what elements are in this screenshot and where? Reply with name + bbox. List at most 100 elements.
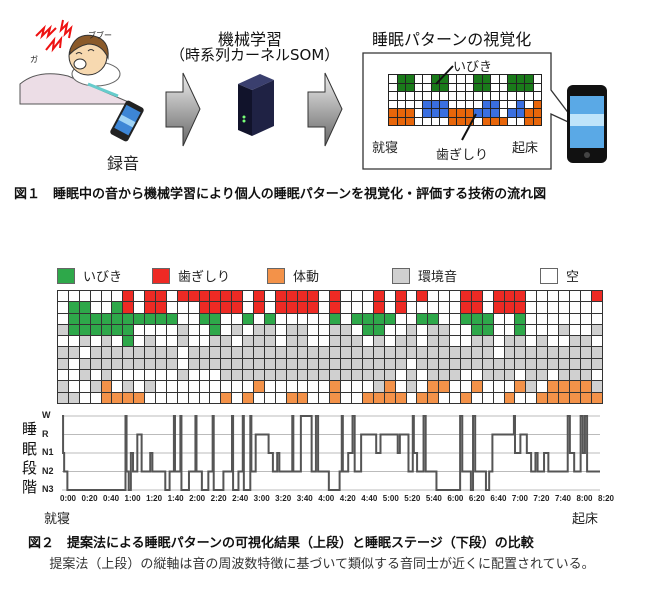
- grid-cell: [156, 313, 167, 325]
- mini-grid-cell: [448, 92, 457, 101]
- time-tick: 0:00: [59, 494, 77, 503]
- mini-grid-cell: [465, 100, 474, 109]
- legend-swatch: [392, 267, 410, 284]
- grid-cell: [308, 324, 320, 337]
- grid-cell: [482, 313, 494, 325]
- grid-cell: [537, 358, 549, 371]
- mini-grid-cell: [474, 92, 483, 101]
- grid-cell: [199, 381, 211, 393]
- grid-cell: [406, 313, 418, 325]
- grid-cell: [526, 358, 538, 371]
- time-tick: 6:20: [468, 494, 485, 503]
- grid-cell: [373, 302, 385, 314]
- stage-axis-label: 階: [22, 478, 38, 496]
- grid-cell: [330, 324, 342, 337]
- grid-cell: [123, 381, 135, 393]
- grid-cell: [243, 302, 255, 314]
- grid-cell: [580, 336, 592, 348]
- legend-item: いびき: [57, 266, 122, 285]
- grid-cell: [330, 313, 342, 325]
- grid-cell: [558, 381, 570, 393]
- stage-label: N1: [42, 447, 54, 457]
- grid-cell: [373, 358, 385, 371]
- grid-cell: [515, 291, 527, 303]
- grid-cell: [232, 324, 244, 337]
- grid-cell: [569, 313, 581, 325]
- mini-grid-cell: [423, 92, 432, 101]
- mini-grid-cell: [474, 83, 483, 92]
- grid-cell: [90, 324, 102, 337]
- grid-cell: [275, 313, 287, 325]
- grid-cell: [548, 381, 559, 393]
- grid-cell: [428, 336, 440, 348]
- grid-cell: [395, 291, 407, 303]
- grid-cell: [134, 381, 146, 393]
- grid-cell: [493, 324, 505, 337]
- mini-grid-cell: [508, 83, 517, 92]
- grid-cell: [188, 336, 200, 348]
- grid-cell: [352, 392, 363, 404]
- grid-cell: [112, 381, 124, 393]
- grid-cell: [482, 370, 494, 382]
- grid-cell: [471, 347, 483, 359]
- grid-cell: [460, 324, 472, 337]
- grid-cell: [58, 313, 69, 325]
- grid-cell: [493, 313, 505, 325]
- grid-cell: [254, 358, 265, 371]
- grid-cell: [362, 302, 374, 314]
- grid-cell: [330, 370, 342, 382]
- grid-cell: [428, 291, 440, 303]
- time-tick: 1:20: [146, 494, 163, 503]
- mini-grid-cell: [516, 109, 525, 118]
- grid-cell: [275, 370, 287, 382]
- grid-cell: [450, 324, 461, 337]
- mini-grid-cell: [406, 75, 415, 84]
- grid-cell: [221, 347, 233, 359]
- grid-cell: [460, 358, 472, 371]
- grid-cell: [308, 291, 320, 303]
- grid-cell: [362, 381, 374, 393]
- grid-cell: [112, 324, 124, 337]
- grid-cell: [134, 336, 146, 348]
- grid-cell: [101, 347, 113, 359]
- grid-cell: [79, 347, 91, 359]
- machine-learning-title: 機械学習: [218, 30, 283, 49]
- legend-swatch: [152, 267, 170, 284]
- grid-cell: [352, 358, 363, 371]
- grid-cell: [591, 336, 603, 348]
- grid-cell: [243, 324, 255, 337]
- grid-cell: [471, 302, 483, 314]
- grid-cell: [515, 392, 527, 404]
- grid-cell: [558, 291, 570, 303]
- mini-grid-cell: [457, 109, 466, 118]
- grid-cell: [373, 370, 385, 382]
- grid-cell: [166, 336, 178, 348]
- grid-cell: [199, 302, 211, 314]
- grid-cell: [395, 370, 407, 382]
- grid-cell: [580, 381, 592, 393]
- grid-cell: [297, 324, 309, 337]
- grid-cell: [264, 291, 276, 303]
- grid-cell: [439, 336, 451, 348]
- grid-cell: [79, 302, 91, 314]
- grid-cell: [188, 347, 200, 359]
- grid-cell: [101, 358, 113, 371]
- mini-grid-cell: [491, 109, 500, 118]
- grid-cell: [319, 291, 331, 303]
- grid-cell: [537, 324, 549, 337]
- mini-grid-cell: [499, 75, 508, 84]
- grid-cell: [243, 358, 255, 371]
- grid-cell: [232, 392, 244, 404]
- grid-cell: [199, 313, 211, 325]
- grid-cell: [319, 347, 331, 359]
- grid-cell: [123, 392, 135, 404]
- grid-cell: [156, 302, 167, 314]
- grid-cell: [406, 358, 418, 371]
- grid-cell: [156, 347, 167, 359]
- grid-cell: [123, 336, 135, 348]
- grid-cell: [254, 291, 265, 303]
- grid-cell: [319, 302, 331, 314]
- grid-cell: [297, 336, 309, 348]
- grid-cell: [395, 324, 407, 337]
- visualization-title: 睡眠パターンの視覚化: [372, 30, 532, 49]
